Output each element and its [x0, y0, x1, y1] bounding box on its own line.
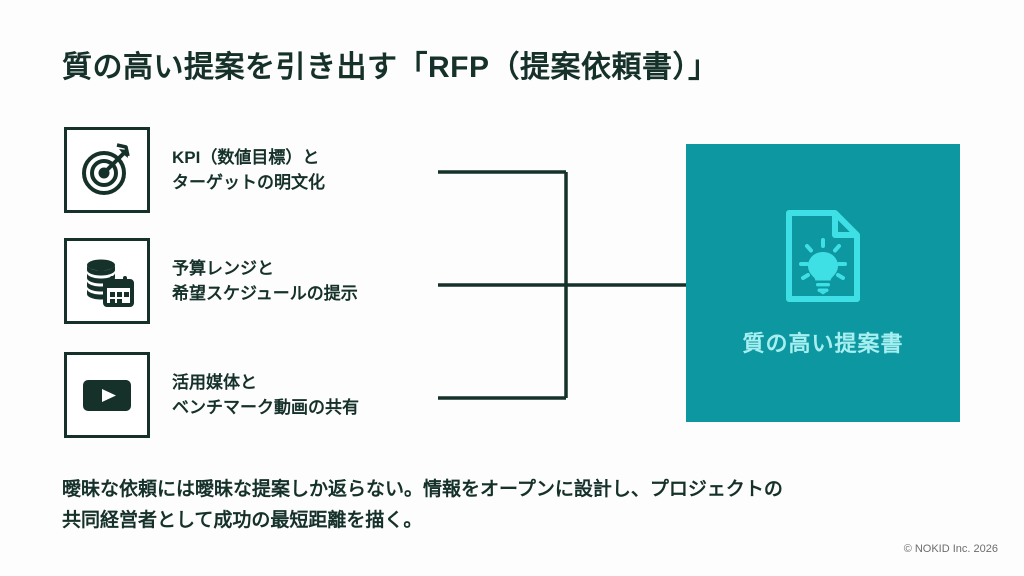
list-item: KPI（数値目標）と ターゲットの明文化 [64, 127, 325, 213]
footer-copyright: © NOKID Inc. 2026 [903, 543, 998, 555]
budget-calendar-icon [79, 253, 135, 309]
summary-note: 曖昧な依頼には曖昧な提案しか返らない。情報をオープンに設計し、プロジェクトの 共… [62, 479, 783, 532]
icon-box-target [64, 127, 150, 213]
page-title: 質の高い提案を引き出す「RFP（提案依頼書）」 [62, 51, 719, 84]
target-icon [79, 142, 135, 198]
list-item-label: 予算レンジと 希望スケジュールの提示 [172, 258, 358, 304]
video-play-icon [79, 367, 135, 423]
list-item-label: KPI（数値目標）と ターゲットの明文化 [172, 147, 325, 193]
result-card: 質の高い提案書 [686, 144, 960, 422]
result-card-label: 質の高い提案書 [742, 331, 904, 356]
list-item-label: 活用媒体と ベンチマーク動画の共有 [172, 372, 359, 418]
connector-lines [430, 140, 700, 430]
icon-box-budget-calendar [64, 238, 150, 324]
icon-box-video [64, 352, 150, 438]
document-idea-icon [783, 208, 863, 304]
list-item: 予算レンジと 希望スケジュールの提示 [64, 238, 358, 324]
list-item: 活用媒体と ベンチマーク動画の共有 [64, 352, 359, 438]
